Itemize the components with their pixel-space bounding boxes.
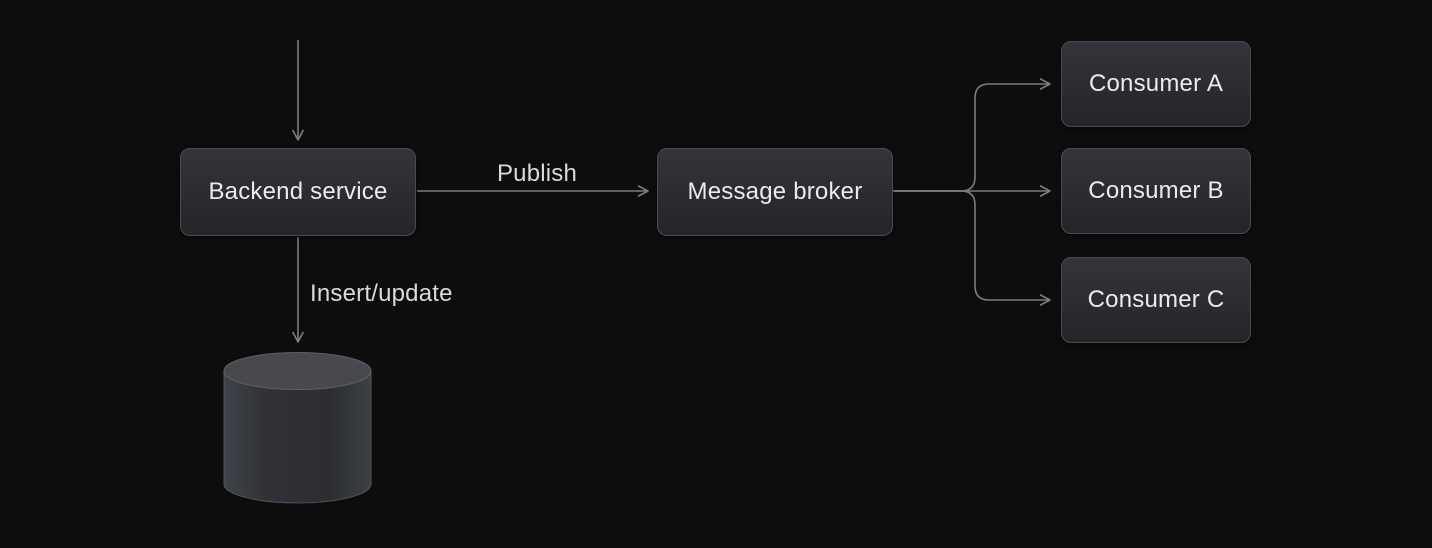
arrow-broker-to-consumer-c (893, 190, 1051, 306)
arrow-broker-to-consumer-a (893, 78, 1051, 192)
database-cylinder-icon (223, 352, 372, 504)
node-consumer-b: Consumer B (1061, 148, 1251, 234)
node-consumer-c: Consumer C (1061, 257, 1251, 343)
node-message-broker-label: Message broker (687, 178, 863, 205)
node-consumer-a: Consumer A (1061, 41, 1251, 127)
node-message-broker: Message broker (657, 148, 893, 236)
edge-label-publish: Publish (496, 160, 578, 187)
node-consumer-c-label: Consumer C (1087, 286, 1225, 313)
node-backend-service: Backend service (180, 148, 416, 236)
node-consumer-b-label: Consumer B (1088, 177, 1224, 204)
edge-label-insert-update: Insert/update (310, 280, 453, 307)
node-consumer-a-label: Consumer A (1088, 70, 1224, 97)
node-backend-service-label: Backend service (208, 178, 388, 205)
